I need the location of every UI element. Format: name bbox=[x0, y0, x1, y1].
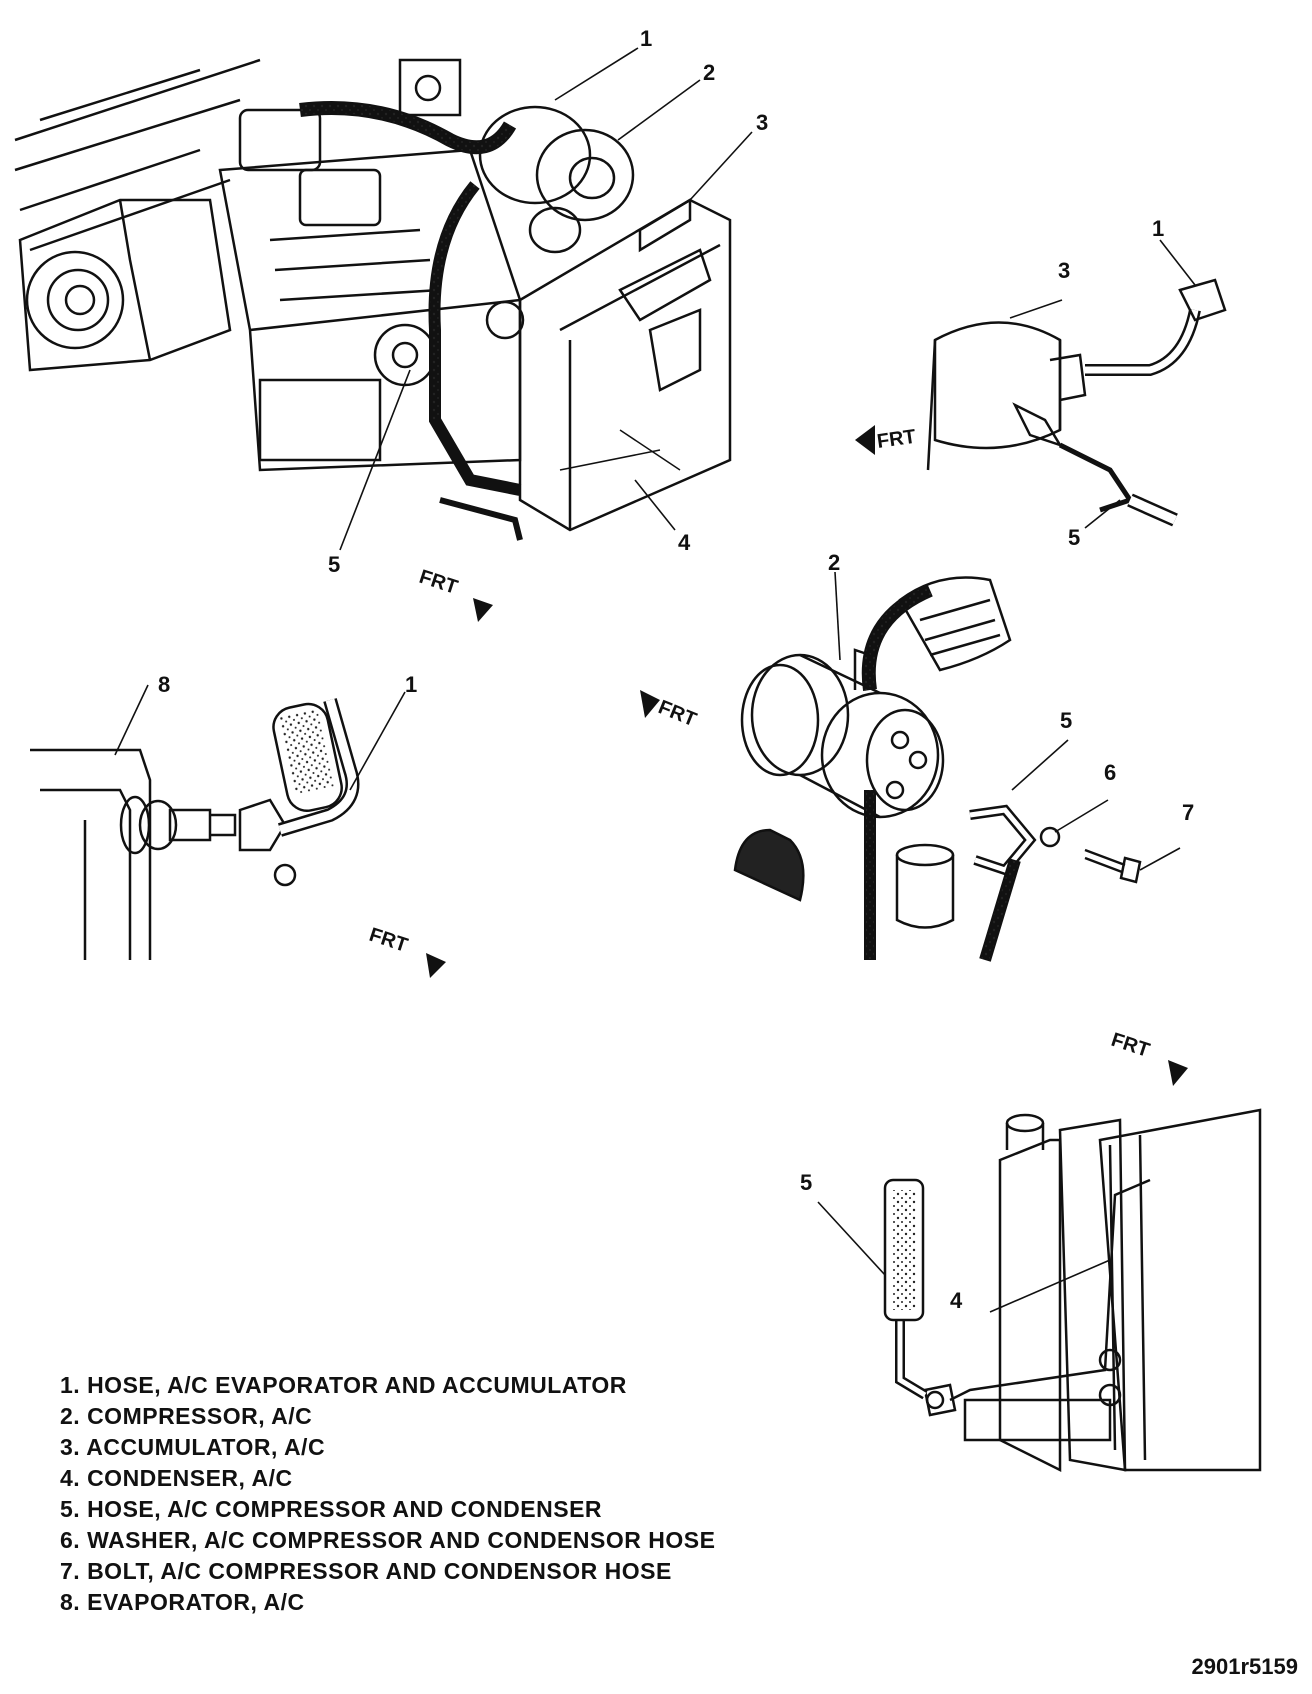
legend-item: 3. ACCUMULATOR, A/C bbox=[60, 1434, 326, 1460]
legend-item: 5. HOSE, A/C COMPRESSOR AND CONDENSER bbox=[60, 1496, 603, 1522]
frt-marker-accumulator: FRT bbox=[855, 425, 917, 455]
legend-item: 8. EVAPORATOR, A/C bbox=[60, 1589, 305, 1615]
callout-main-3: 3 bbox=[756, 110, 768, 135]
frt-marker-compressor: FRT bbox=[640, 690, 699, 731]
callout-evaporator-8: 8 bbox=[158, 672, 170, 697]
callout-compressor-2: 2 bbox=[828, 550, 840, 575]
callout-evaporator-1: 1 bbox=[405, 672, 417, 697]
svg-text:FRT: FRT bbox=[416, 566, 460, 599]
legend-item: 2. COMPRESSOR, A/C bbox=[60, 1403, 313, 1429]
frt-marker-main: FRT bbox=[416, 566, 493, 622]
callout-accumulator-3: 3 bbox=[1058, 258, 1070, 283]
condenser-detail bbox=[883, 1108, 1262, 1473]
callout-main-2: 2 bbox=[703, 60, 715, 85]
svg-text:FRT: FRT bbox=[366, 924, 410, 957]
svg-text:FRT: FRT bbox=[876, 426, 918, 453]
frt-marker-evaporator: FRT bbox=[366, 924, 446, 978]
svg-text:FRT: FRT bbox=[1108, 1029, 1152, 1062]
callout-compressor-5: 5 bbox=[1060, 708, 1072, 733]
legend-item: 7. BOLT, A/C COMPRESSOR AND CONDENSOR HO… bbox=[60, 1558, 672, 1584]
legend-item: 1. HOSE, A/C EVAPORATOR AND ACCUMULATOR bbox=[60, 1372, 627, 1398]
figure-code: 2901r5159 bbox=[1191, 1654, 1298, 1679]
frt-markers: FRT FRT FRT FRT FRT bbox=[366, 425, 1188, 1086]
callout-leaders bbox=[114, 47, 1196, 1313]
callout-main-4: 4 bbox=[678, 530, 691, 555]
callout-condenser-4: 4 bbox=[950, 1288, 963, 1313]
callout-condenser-5: 5 bbox=[800, 1170, 812, 1195]
legend-item: 4. CONDENSER, A/C bbox=[60, 1465, 293, 1491]
callout-accumulator-5: 5 bbox=[1068, 525, 1080, 550]
callout-compressor-6: 6 bbox=[1104, 760, 1116, 785]
callout-accumulator-1: 1 bbox=[1152, 216, 1164, 241]
callout-numbers: 1 2 3 4 5 1 3 5 8 1 2 5 6 7 5 4 bbox=[158, 26, 1194, 1313]
compressor-detail bbox=[733, 576, 1142, 962]
callout-compressor-7: 7 bbox=[1182, 800, 1194, 825]
legend-item: 6. WASHER, A/C COMPRESSOR AND CONDENSOR … bbox=[60, 1527, 716, 1553]
evaporator-detail bbox=[30, 698, 360, 960]
callout-main-5: 5 bbox=[328, 552, 340, 577]
frt-marker-condenser: FRT bbox=[1108, 1029, 1188, 1086]
accumulator-detail bbox=[926, 278, 1227, 527]
parts-legend: 1. HOSE, A/C EVAPORATOR AND ACCUMULATOR … bbox=[60, 1370, 715, 1618]
svg-text:FRT: FRT bbox=[655, 696, 699, 731]
callout-main-1: 1 bbox=[640, 26, 652, 51]
